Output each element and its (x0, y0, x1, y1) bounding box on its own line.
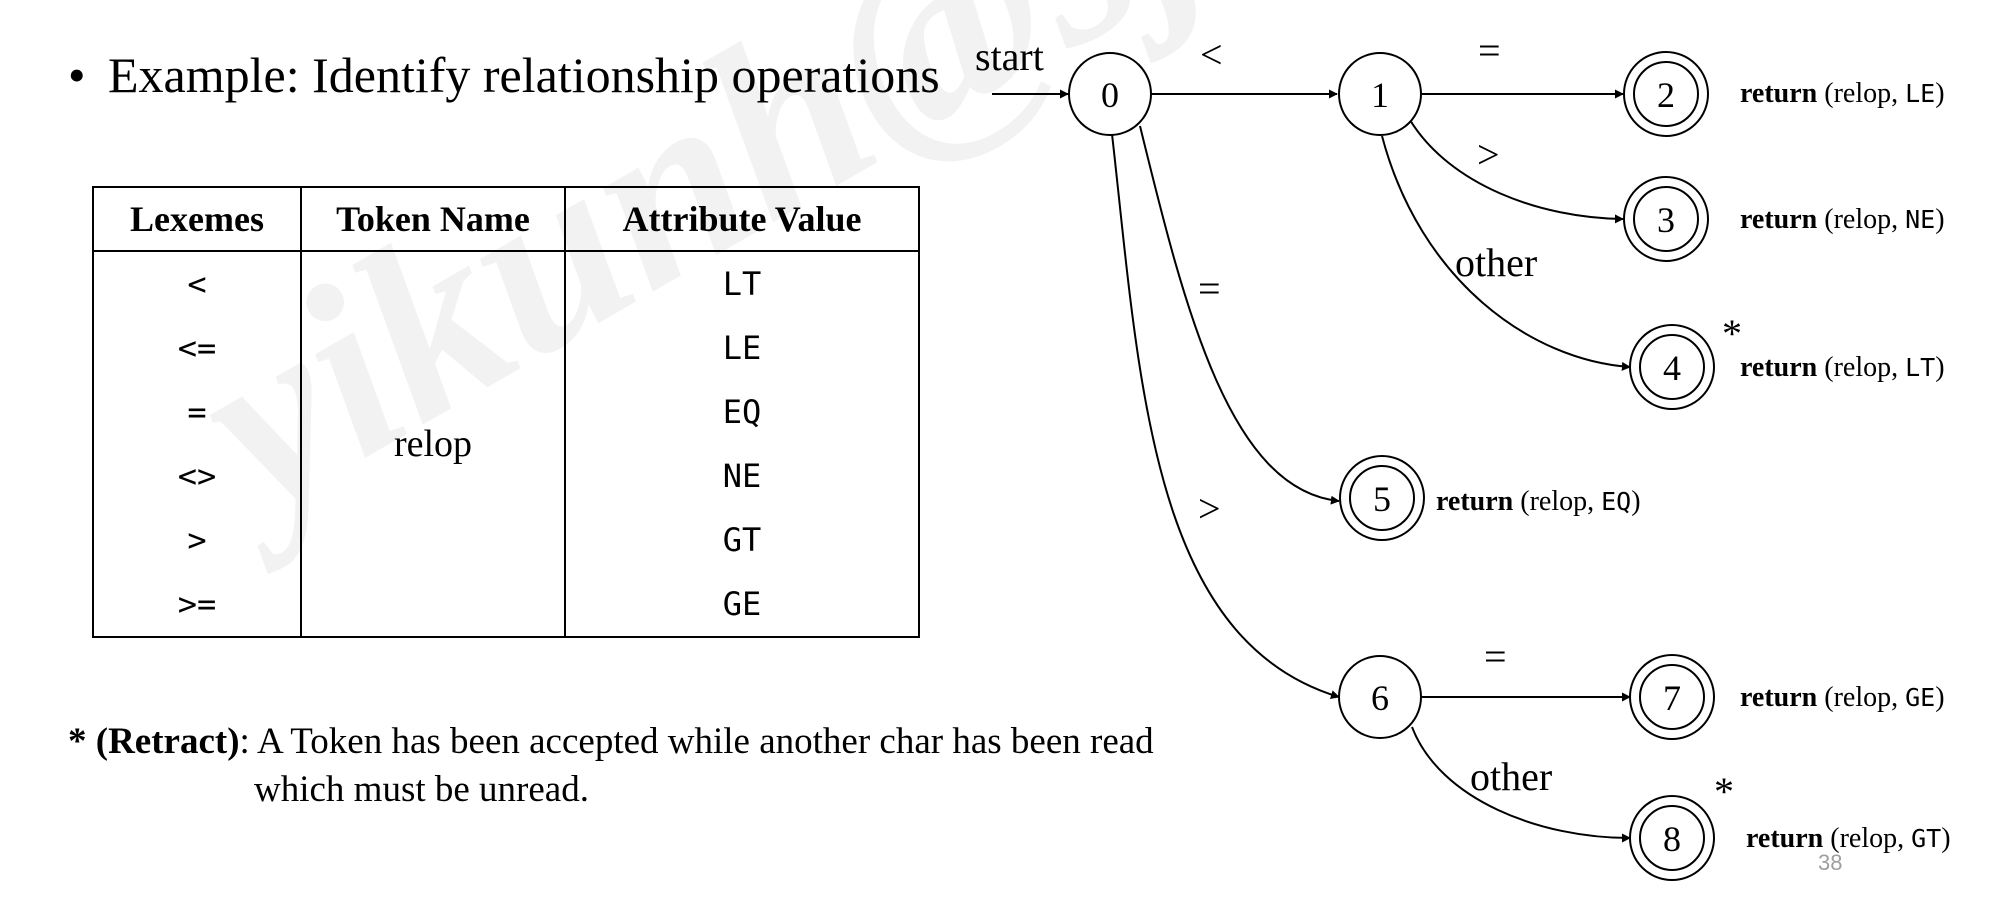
state-3 (1623, 176, 1709, 262)
lexeme-cell: > (92, 508, 302, 572)
edge-1-4 (1381, 135, 1631, 371)
return-label-2: return (relop, LE) (1740, 78, 1945, 109)
state-8 (1629, 795, 1715, 881)
edge-label-1-2: = (1478, 28, 1501, 73)
attribute-cell: GT (564, 508, 920, 572)
lexeme-cell: < (92, 251, 302, 316)
table-row: <= LE (92, 316, 920, 380)
relop-table: Lexemes Token Name Attribute Value < rel… (92, 186, 920, 638)
retract-line-1: : A Token has been accepted while anothe… (239, 721, 1154, 762)
state-4 (1629, 324, 1715, 410)
bullet: • (68, 47, 86, 103)
edge-label-6-7: = (1484, 634, 1507, 679)
return-label-3: return (relop, NE) (1740, 204, 1945, 235)
edge-1-3 (1409, 119, 1624, 224)
token-name-cell: relop (300, 251, 566, 638)
state-label-7: 7 (1663, 678, 1681, 718)
retract-star-4: * (1722, 311, 1742, 356)
attribute-cell: LE (564, 316, 920, 380)
table-row: >= GE (92, 572, 920, 638)
state-1 (1338, 52, 1422, 136)
page-number: 38 (1818, 850, 1843, 875)
return-label-4: return (relop, LT) (1740, 352, 1945, 383)
state-5 (1339, 455, 1425, 541)
state-label-2: 2 (1657, 75, 1675, 115)
table-header-row: Lexemes Token Name Attribute Value (92, 186, 920, 252)
return-label-8: return (relop, GT) (1746, 823, 1951, 854)
state-6 (1338, 655, 1422, 739)
table-row: < relop LT (92, 251, 920, 638)
state-label-6: 6 (1371, 678, 1389, 718)
header-attribute-value: Attribute Value (564, 186, 920, 252)
state-label-5: 5 (1373, 479, 1391, 519)
attribute-cell: NE (564, 444, 920, 508)
edge-label-6-8: other (1470, 754, 1552, 799)
edge-label-0-5: = (1198, 266, 1221, 311)
lexeme-cell: <= (92, 316, 302, 380)
attribute-cell: GE (564, 572, 920, 638)
state-label-0: 0 (1101, 75, 1119, 115)
retract-star: * (68, 721, 87, 762)
state-7 (1629, 654, 1715, 740)
state-2 (1623, 51, 1709, 137)
retract-note: * (Retract): A Token has been accepted w… (68, 718, 1154, 814)
edge-label-0-6: > (1198, 486, 1221, 531)
table-row: = EQ (92, 380, 920, 444)
table-row: > GT (92, 508, 920, 572)
edge-label-1-4: other (1455, 240, 1537, 285)
table-row: <> NE (92, 444, 920, 508)
state-label-8: 8 (1663, 819, 1681, 859)
retract-label: (Retract) (95, 721, 240, 762)
retract-star-8: * (1714, 769, 1734, 814)
return-label-7: return (relop, GE) (1740, 682, 1945, 713)
edge-0-5 (1139, 125, 1340, 505)
edge-label-0-1: < (1200, 32, 1223, 77)
retract-line-2: which must be unread. (254, 769, 589, 810)
header-token-name: Token Name (300, 186, 566, 252)
start-label: start (975, 34, 1044, 79)
return-label-5: return (relop, EQ) (1436, 486, 1641, 517)
state-label-4: 4 (1663, 348, 1681, 388)
example-text: Example: Identify relationship operation… (108, 47, 940, 103)
attribute-cell: LT (564, 251, 920, 316)
edge-label-1-3: > (1477, 132, 1500, 177)
example-heading: • Example: Identify relationship operatio… (68, 46, 940, 104)
edge-0-6 (1111, 133, 1340, 699)
lexeme-cell: <> (92, 444, 302, 508)
state-0 (1068, 52, 1152, 136)
attribute-cell: EQ (564, 380, 920, 444)
header-lexemes: Lexemes (92, 186, 302, 252)
lexeme-cell: >= (92, 572, 302, 638)
lexeme-cell: = (92, 380, 302, 444)
edge-6-8 (1411, 726, 1631, 843)
state-label-1: 1 (1371, 75, 1389, 115)
state-label-3: 3 (1657, 200, 1675, 240)
